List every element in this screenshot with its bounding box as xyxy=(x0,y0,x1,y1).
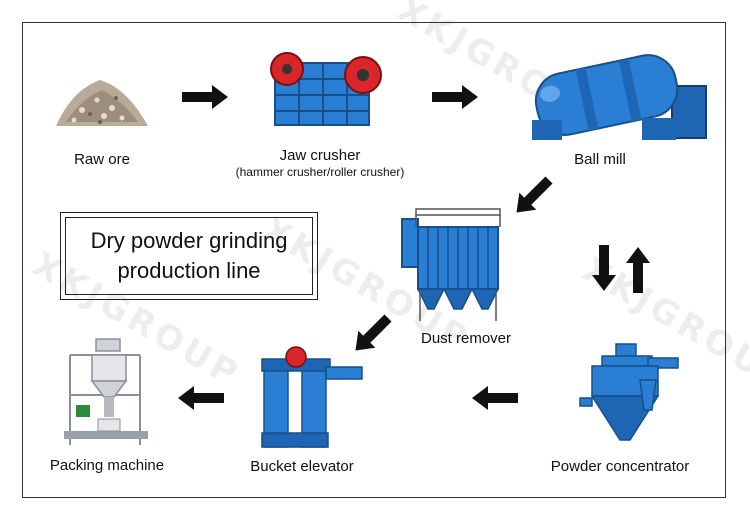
powder-concentrator-image xyxy=(579,343,679,441)
diagram-title-box: Dry powder grinding production line xyxy=(60,212,318,300)
diagram-title-line2: production line xyxy=(117,258,261,283)
bucket-elevator-label: Bucket elevator xyxy=(250,458,354,475)
raw-ore-label: Raw ore xyxy=(74,151,130,168)
ball-mill-label: Ball mill xyxy=(574,151,626,168)
jaw-crusher-image xyxy=(270,52,382,126)
dust-remover-image xyxy=(401,208,501,321)
arrow-left-icon xyxy=(178,386,224,410)
arrow-down-left-icon xyxy=(507,171,558,222)
diagram-frame xyxy=(22,22,726,498)
arrow-down-icon xyxy=(592,245,616,291)
raw-ore-image xyxy=(56,80,148,126)
arrow-right-icon xyxy=(182,85,228,109)
packing-machine-label: Packing machine xyxy=(49,457,165,474)
ball-mill-image xyxy=(532,54,707,140)
arrow-up-icon xyxy=(626,247,650,293)
diagram-title-line1: Dry powder grinding xyxy=(90,228,288,253)
bucket-elevator-image xyxy=(261,346,363,448)
powder-concentrator-label: Powder concentrator xyxy=(550,458,690,475)
arrow-left-icon xyxy=(472,386,518,410)
jaw-crusher-label: Jaw crusher xyxy=(279,147,361,164)
arrow-right-icon xyxy=(432,85,478,109)
dust-remover-label: Dust remover xyxy=(420,330,512,347)
packing-machine-image xyxy=(64,338,148,445)
jaw-crusher-note: (hammer crusher/roller crusher) xyxy=(235,165,405,179)
arrow-down-left-icon xyxy=(346,309,397,360)
